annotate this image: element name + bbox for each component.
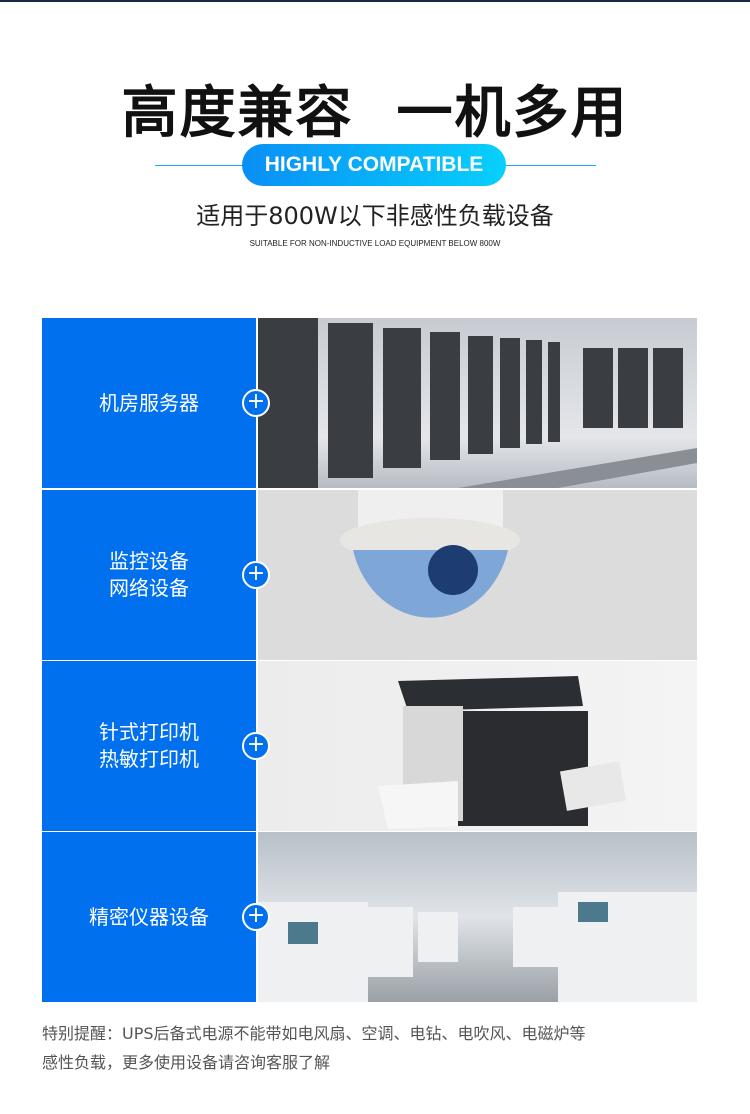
subtitle-english: SUITABLE FOR NON-INDUCTIVE LOAD EQUIPMEN… [249, 239, 501, 248]
plus-icon: + [242, 903, 270, 931]
top-border [0, 0, 750, 2]
plus-icon: + [242, 389, 270, 417]
plus-icon: + [242, 561, 270, 589]
category-row-precision: 精密仪器设备 + [42, 832, 697, 1002]
server-room-image [258, 318, 697, 488]
notice-line: 特别提醒：UPS后备式电源不能带如电风扇、空调、电钻、电吹风、电磁炉等 [42, 1024, 586, 1043]
label-line: 机房服务器 [99, 390, 199, 415]
category-label: 针式打印机热敏打印机 [42, 661, 256, 831]
dome-camera-image [258, 490, 697, 660]
category-label: 精密仪器设备 [42, 832, 256, 1002]
category-row-monitoring: 监控设备网络设备 + [42, 490, 697, 660]
category-label: 监控设备网络设备 [42, 490, 256, 660]
label-line: 监控设备 [109, 549, 189, 573]
printer-image [258, 661, 697, 831]
category-row-server: 机房服务器 + [42, 318, 697, 488]
label-line: 网络设备 [109, 576, 189, 600]
plus-icon: + [242, 732, 270, 760]
subtitle: 适用于800W以下非感性负载设备 [196, 202, 554, 230]
category-row-printer: 针式打印机热敏打印机 + [42, 661, 697, 831]
notice-line: 感性负载，更多使用设备请咨询客服了解 [42, 1053, 331, 1072]
category-label: 机房服务器 [42, 318, 256, 488]
divider-right [503, 165, 596, 166]
divider-left [155, 165, 245, 166]
factory-equipment-image [258, 832, 697, 1002]
label-line: 热敏打印机 [99, 747, 199, 771]
label-line: 针式打印机 [99, 720, 199, 744]
badge-highly-compatible: HIGHLY COMPATIBLE [242, 144, 506, 186]
label-line: 精密仪器设备 [89, 904, 209, 929]
page-title: 高度兼容 一机多用 [121, 81, 629, 146]
special-notice: 特别提醒：UPS后备式电源不能带如电风扇、空调、电钻、电吹风、电磁炉等 感性负载… [42, 1019, 712, 1077]
